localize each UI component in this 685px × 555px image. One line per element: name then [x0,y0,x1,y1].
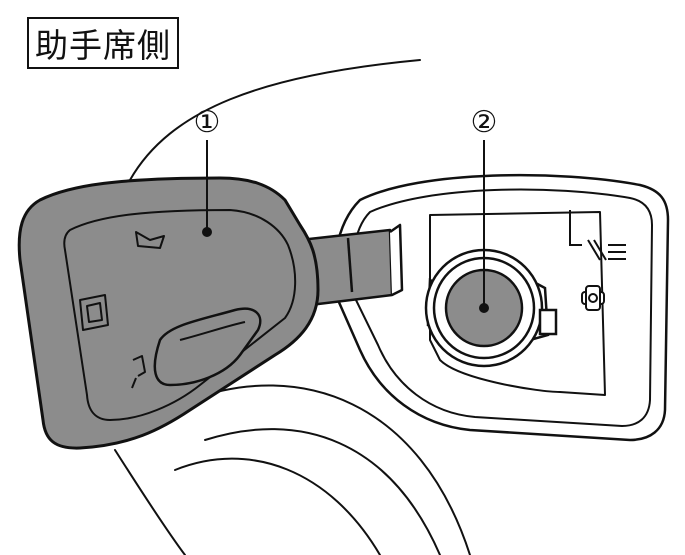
fuel-door [17,176,320,450]
body-contour-lower-3 [204,428,441,555]
callout-leaders [202,140,489,313]
body-contour-lower-4 [174,457,381,555]
vent-valve [581,285,605,311]
callout-1: ① [194,105,221,140]
filler-right-details [569,210,626,261]
leader-1-dot [202,227,212,237]
body-contour-lower-1 [114,449,186,555]
callout-2: ② [471,105,498,140]
body-contour-top [129,59,421,181]
leader-2-dot [479,303,489,313]
diagram-title: 助手席側 [27,17,179,69]
body-contour-lower-2 [189,384,471,555]
